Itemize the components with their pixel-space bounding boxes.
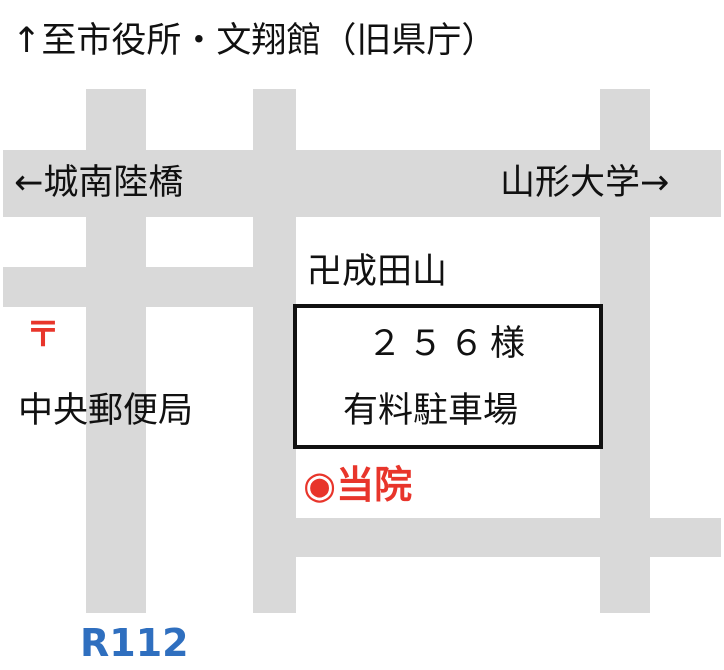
clinic-location: ◉当院 (303, 466, 412, 504)
post-office-icon: 〒 (26, 315, 60, 355)
temple-label: 卍成田山 (307, 252, 448, 292)
parking-lot-label: 有料駐車場 (343, 391, 519, 431)
west-direction-label: ←城南陸橋 (14, 163, 184, 203)
road-horizontal-middle (3, 267, 296, 307)
route-r112-label: R112 (80, 621, 189, 665)
road-horizontal-top (3, 150, 721, 217)
north-direction-label: ↑至市役所・文翔館（旧県庁） (12, 21, 497, 61)
post-office-label: 中央郵便局 (18, 391, 194, 431)
east-direction-label: 山形大学→ (500, 163, 670, 203)
clinic-marker-icon: ◉ (303, 463, 337, 507)
parking-lot-box: ２５６様 有料駐車場 (293, 304, 603, 449)
road-horizontal-bottom (296, 518, 721, 557)
parking-number-label: ２５６様 (367, 324, 532, 364)
clinic-label: 当院 (336, 463, 413, 507)
